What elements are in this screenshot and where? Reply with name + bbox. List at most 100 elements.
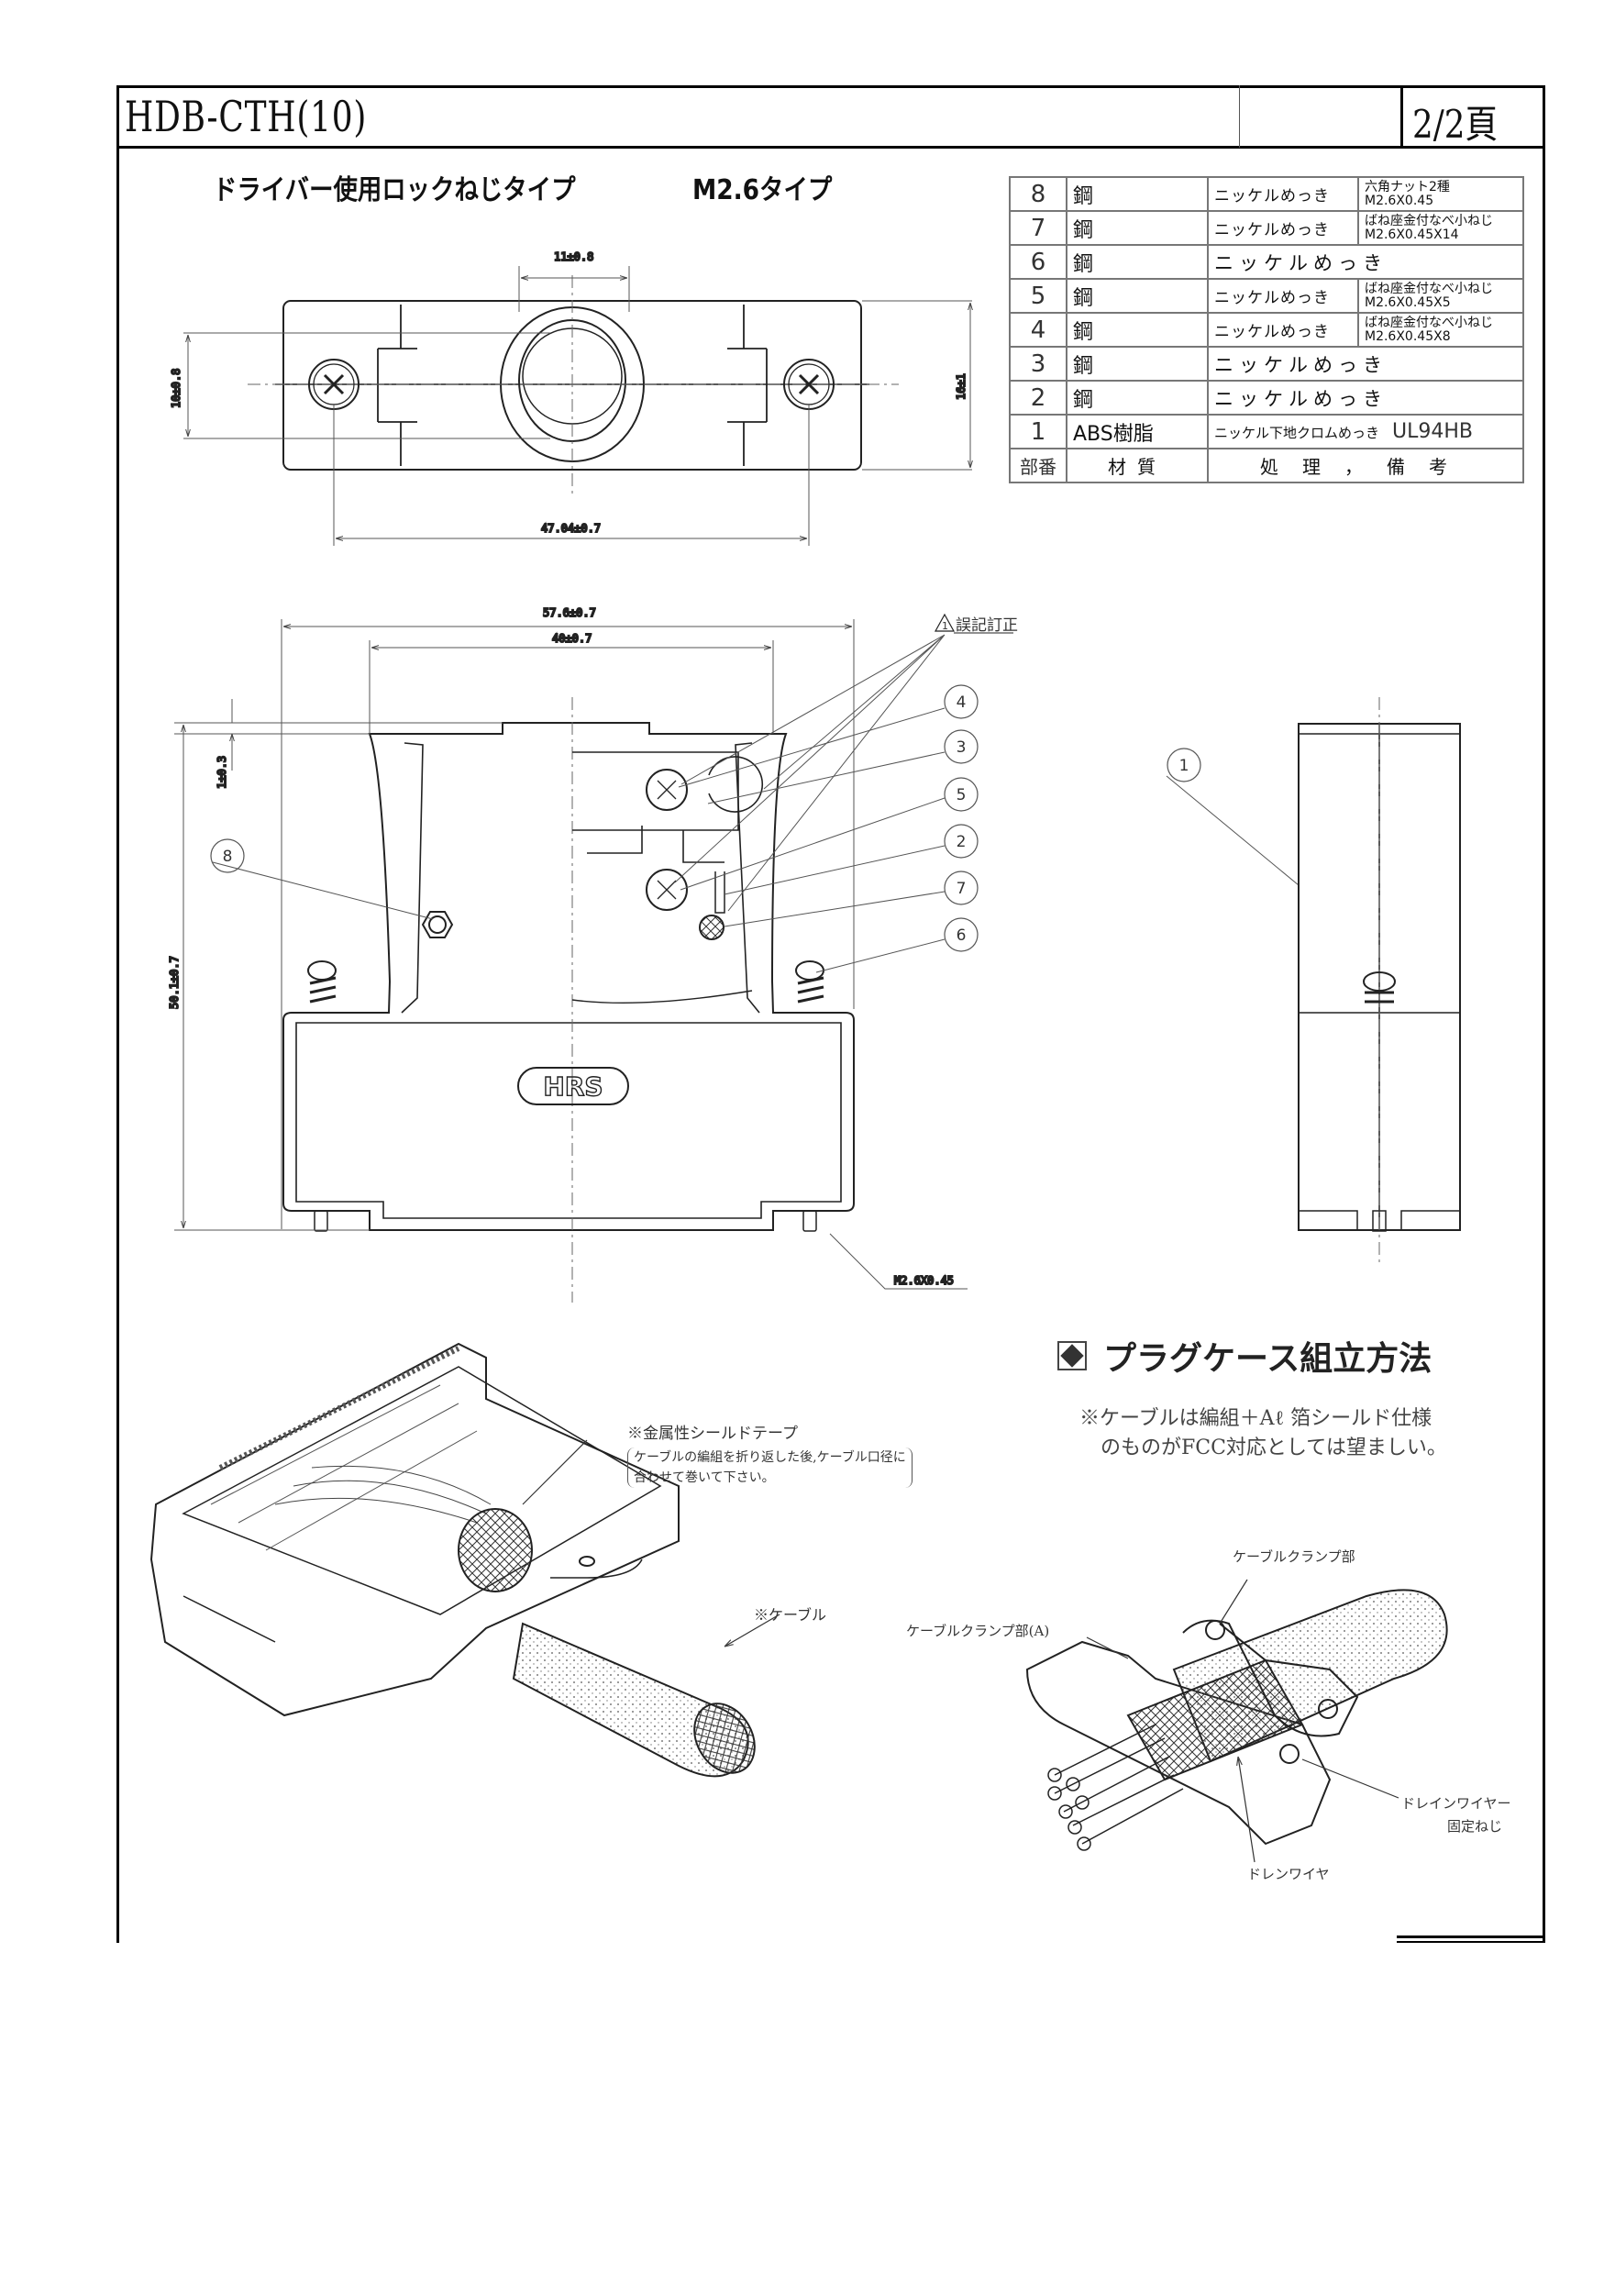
callout-circle [944, 777, 979, 812]
case-outline [282, 722, 855, 1231]
dim-inner-width: 40±0.7 [552, 632, 592, 645]
shield-tape-label: ※金属性シールドテープ [627, 1425, 798, 1443]
callout-7: 7 [944, 871, 979, 905]
thread-label: M2.6X0.45 [894, 1274, 954, 1287]
document-title: HDB-CTH(10) [125, 92, 368, 141]
part-material: ABS樹脂 [1066, 414, 1209, 449]
callout-number: 3 [957, 738, 967, 757]
cable-spec-note-line2: のものがFCC対応としては望ましい。 [1101, 1436, 1447, 1459]
lock-screw-icon [1363, 971, 1396, 1004]
part-number: 3 [1009, 346, 1067, 382]
diamond-bullet-icon [1057, 1341, 1087, 1370]
svg-text:8: 8 [223, 848, 233, 866]
callout-number: 7 [957, 880, 967, 898]
shield-tape-note-line1: ケーブルの編組を折り返した後,ケーブル口径に [634, 1450, 906, 1465]
wire-bundle-icon [1047, 1724, 1184, 1851]
dim-inner-height: 10±0.8 [170, 369, 183, 408]
part-remark-line2: M2.6X0.45X8 [1365, 328, 1451, 344]
part-remark-line2: M2.6X0.45X5 [1365, 294, 1451, 310]
svg-text:1: 1 [1179, 757, 1189, 775]
frame-bottom-border-inner [1397, 1941, 1545, 1943]
header-treatment: 処理，備考 [1207, 448, 1524, 483]
part-number: 5 [1009, 278, 1067, 314]
drain-screw-label-line1: ドレインワイヤー [1401, 1795, 1511, 1812]
callout-3: 3 [944, 729, 979, 764]
callout-number: 5 [957, 786, 967, 804]
frame-top-border [116, 85, 1545, 88]
callout-circle [944, 871, 979, 905]
header-divider [116, 146, 1545, 149]
assembly-heading: プラグケース組立方法 [1057, 1332, 1432, 1380]
cable-spec-note-line1: ※ケーブルは編組＋Aℓ 箔シールド仕様 [1079, 1407, 1432, 1430]
drain-wire-label: ドレンワイヤ [1247, 1866, 1330, 1882]
part-number: 6 [1009, 244, 1067, 280]
shield-tape-instructions: ケーブルの編組を折り返した後,ケーブル口径に 合わせて巻いて下さい。 [627, 1447, 913, 1488]
header-material: 材質 [1066, 448, 1209, 483]
part-material: 鋼 [1066, 210, 1209, 246]
screw-icon [646, 769, 688, 811]
frame-bottom-border [1397, 1936, 1545, 1938]
assembly-illustration-case [149, 1342, 780, 1778]
callout-circle [944, 729, 979, 764]
screw-icon [646, 869, 688, 911]
part-material: 鋼 [1066, 346, 1209, 382]
cable-clamp-label: ケーブルクランプ部 [1233, 1548, 1355, 1565]
cable-label: ※ケーブル [754, 1606, 827, 1624]
part-treatment: ニッケルめっき [1207, 312, 1359, 348]
nut-icon [421, 911, 454, 938]
callout-circle [944, 824, 979, 859]
callout-circle [944, 684, 979, 719]
errata-mark: 1 誤記訂正 [934, 613, 1018, 635]
svg-text:1: 1 [942, 620, 948, 632]
svg-text:HRS: HRS [543, 1071, 603, 1102]
drawing-subtitle: ドライバー使用ロックねじタイプ [213, 174, 576, 206]
part-treatment: ニッケルめっき [1207, 244, 1524, 280]
part-material: 鋼 [1066, 278, 1209, 314]
part-treatment: ニッケルめっき [1207, 176, 1359, 212]
part-treatment-text: ニッケル下地クロムめっき [1214, 425, 1380, 441]
callout-circle [944, 917, 979, 952]
dim-center-width: 11±0.8 [554, 250, 593, 263]
part-number: 1 [1009, 414, 1067, 449]
header-column-divider [1239, 85, 1240, 148]
frame-right-border [1543, 85, 1545, 1943]
top-view: 11±0.8 47.04±0.7 10±0.8 16±1 [169, 250, 972, 546]
callout-1: 1 [1167, 748, 1201, 782]
dim-screw-pitch: 47.04±0.7 [541, 522, 601, 535]
callout-number: 4 [957, 693, 967, 712]
part-treatment: ニッケルめっき [1207, 346, 1524, 382]
part-remark-line1: 六角ナット2種 [1365, 179, 1450, 194]
part-treatment: ニッケルめっき [1207, 210, 1359, 246]
dim-height: 16±1 [955, 373, 968, 400]
part-treatment: ニッケルめっき [1207, 380, 1524, 416]
drain-screw-label-line2: 固定ねじ [1447, 1818, 1503, 1835]
screw-section-icon [699, 915, 725, 940]
parts-table-header: 部番 材質 処理，備考 [1009, 448, 1524, 483]
header-part-no: 部番 [1009, 448, 1067, 483]
callout-6: 6 [944, 917, 979, 952]
part-material: 鋼 [1066, 244, 1209, 280]
page-number: 2/2頁 [1412, 102, 1499, 147]
svg-text:誤記訂正: 誤記訂正 [956, 616, 1018, 635]
header-column-divider [1400, 85, 1403, 148]
callout-number: 2 [957, 833, 967, 851]
callout-8: 8 [210, 838, 245, 873]
dim-overall-width: 57.6±0.7 [543, 606, 596, 619]
part-remark-line1: ばね座金付なべ小ねじ [1365, 315, 1493, 330]
lock-screw-icon [795, 960, 824, 1004]
dim-overall-height: 50.1±0.7 [168, 956, 181, 1009]
lock-screw-icon [307, 960, 337, 1004]
callout-number: 6 [957, 926, 967, 945]
